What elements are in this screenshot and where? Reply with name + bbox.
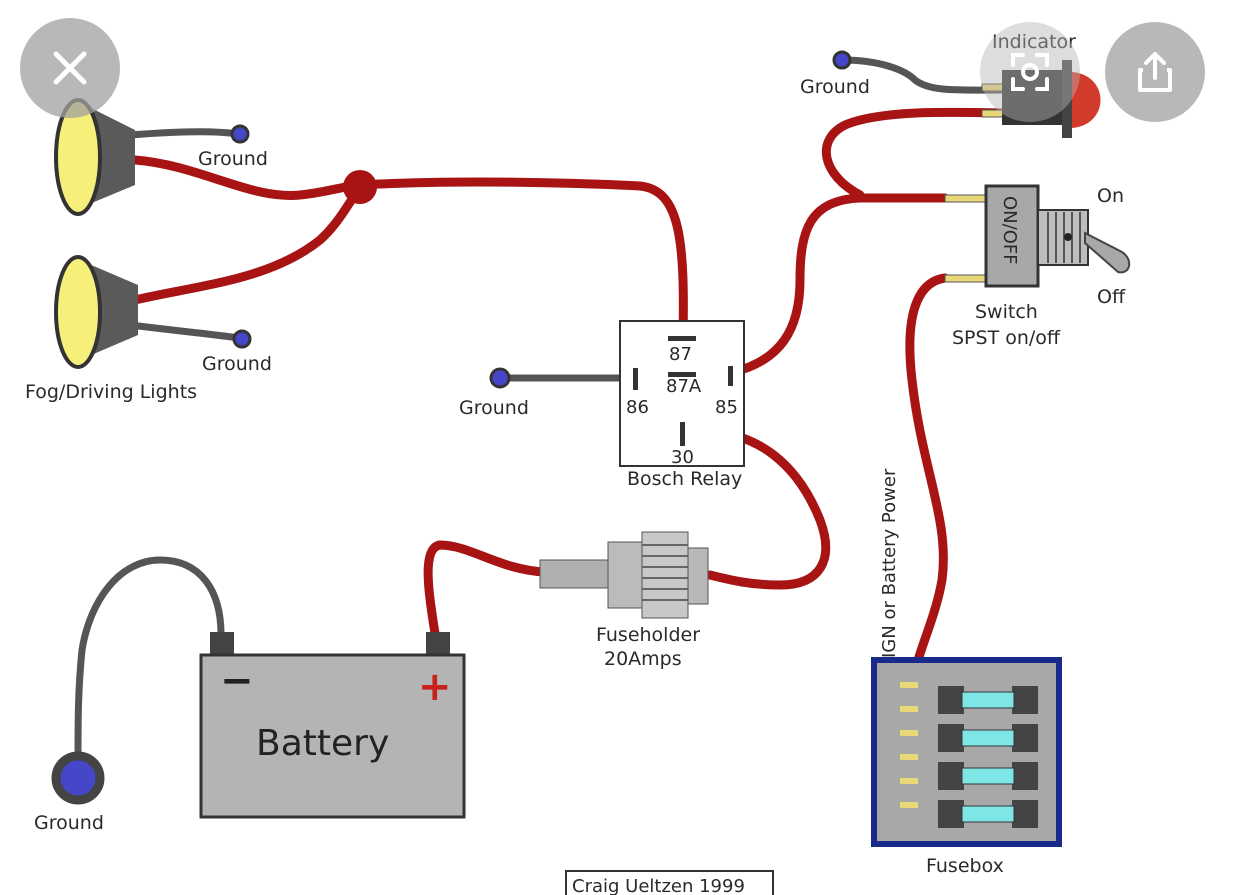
credit-label: Craig Ueltzen 1999 [572,876,745,895]
fuseholder [539,531,709,619]
relay-pin-85 [728,366,733,386]
fuse-2 [938,724,1038,752]
ground-label-top-lamp: Ground [198,148,268,170]
fusebox-label: Fusebox [926,855,1004,877]
relay-pin-86 [633,368,638,390]
ground-terminal-bottom-lamp [232,329,252,349]
relay-pin-30 [680,422,685,446]
switch-label-line2: SPST on/off [952,327,1061,349]
ground-terminal-relay [489,367,511,389]
wire-junction [343,170,377,204]
ground-wire-bottom-lamp [126,321,244,342]
lens-search-icon [1011,53,1049,91]
wire-indicator [821,107,1005,200]
battery-label: Battery [256,723,389,764]
wire-bottom-lamp [130,183,365,305]
relay-pin-30-label: 30 [671,447,694,468]
wire-30-to-fuse [681,426,831,590]
switch-on-label: On [1097,185,1124,207]
fuseholder-label-line1: Fuseholder [596,624,700,646]
ground-label-indicator: Ground [800,76,870,98]
wire-top-lamp [130,155,365,200]
fuse-1 [938,686,1038,714]
close-icon [53,51,87,85]
fog-lights-label: Fog/Driving Lights [25,381,197,403]
fuseholder-label-line2: 20Amps [604,648,682,670]
fuse-3 [938,762,1038,790]
relay-pin-86-label: 86 [626,397,649,418]
battery-minus: − [220,658,254,704]
close-button[interactable] [20,18,120,118]
wire-switch-to-fusebox [905,273,950,690]
bosch-relay [619,320,745,467]
ground-label-relay: Ground [459,397,529,419]
battery [199,632,466,819]
switch-on-off-text: ON/OFF [999,196,1020,265]
lens-search-button[interactable] [980,22,1080,122]
relay-pin-87a [668,372,696,377]
relay-pin-87a-label: 87A [666,376,702,397]
wire-fuse-to-battery [423,540,550,645]
wire-85-to-switch [729,193,950,377]
ground-terminal-indicator [832,50,852,70]
ign-power-label: IGN or Battery Power [879,468,900,658]
relay-pin-87-label: 87 [669,344,692,365]
share-button[interactable] [1105,22,1205,122]
credit-box [565,870,774,895]
relay-label: Bosch Relay [627,468,742,490]
switch-label-line1: Switch [975,301,1038,323]
battery-plus: + [418,664,452,710]
ground-label-bottom-lamp: Ground [202,353,272,375]
ground-wire-battery [74,556,225,764]
ground-terminal-battery [51,751,105,805]
fusebox [871,657,1062,847]
fog-light-bottom [54,255,138,369]
fuse-4 [938,800,1038,828]
relay-pin-85-label: 85 [715,397,738,418]
indicator-label: Indicator [992,31,1076,53]
spst-switch [944,184,1131,288]
ground-wire-indicator [838,56,1004,94]
ground-wire-top-lamp [126,128,242,139]
switch-off-label: Off [1097,286,1126,308]
relay-pin-87 [668,336,696,341]
ground-terminal-top-lamp [230,124,250,144]
wire-junction-to-87 [355,177,688,343]
ground-label-battery: Ground [34,812,104,834]
share-icon [1138,52,1172,92]
